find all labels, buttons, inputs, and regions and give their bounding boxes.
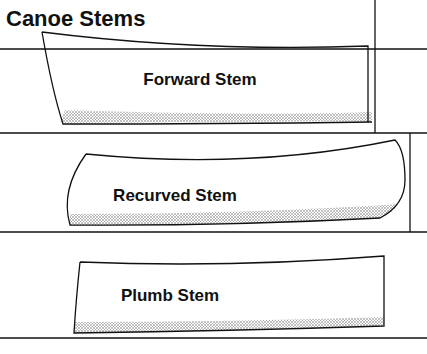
stem-label: Recurved Stem bbox=[113, 186, 237, 206]
forward-stem-hull bbox=[42, 32, 372, 124]
frame-lines bbox=[0, 0, 427, 338]
stem-label: Plumb Stem bbox=[121, 286, 219, 306]
recurved-stem-hull bbox=[67, 140, 405, 225]
plumb-stem-hull bbox=[74, 256, 384, 333]
stem-label: Forward Stem bbox=[143, 70, 256, 90]
diagram-title: Canoe Stems bbox=[6, 6, 145, 32]
